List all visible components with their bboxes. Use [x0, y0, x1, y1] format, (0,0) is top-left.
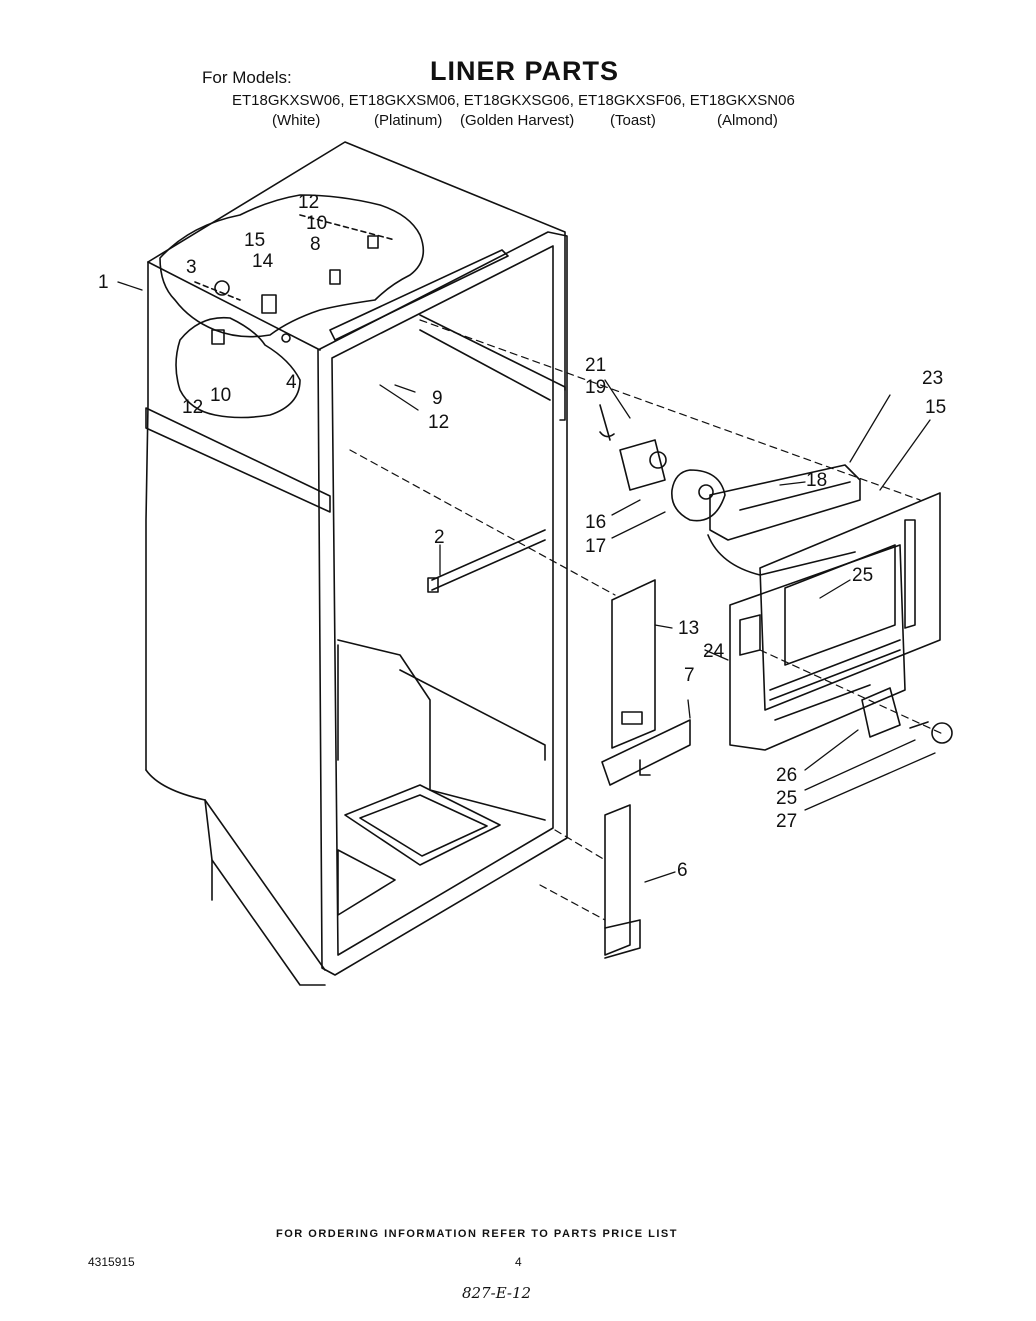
callout-21: 21	[585, 355, 607, 376]
callout-16: 16	[585, 512, 607, 533]
callout-3: 3	[186, 257, 197, 278]
model-number: ET18GKXSF06	[578, 92, 682, 109]
panel-back-plate	[759, 492, 941, 711]
callout-24: 24	[703, 641, 725, 662]
callout-13: 13	[678, 618, 700, 639]
callout-2: 2	[434, 527, 445, 548]
model-number: ET18GKXSM06	[348, 92, 456, 109]
model-color: (Golden Harvest)	[460, 112, 575, 129]
callout-25-bottom: 25	[776, 788, 798, 809]
panel-24	[729, 544, 906, 751]
parts-25-26-27	[861, 687, 953, 744]
callout-8: 8	[310, 234, 321, 255]
callout-12-top: 12	[298, 192, 320, 213]
part-2-bar	[427, 529, 546, 593]
cabinet-outline	[145, 141, 566, 986]
duct-parts-13-7	[601, 579, 691, 786]
callout-12-mid: 12	[428, 412, 450, 433]
page-title: LINER PARTS	[430, 56, 620, 86]
callout-23: 23	[922, 368, 944, 389]
for-models-label: For Models:	[202, 68, 292, 87]
callout-26: 26	[776, 765, 798, 786]
model-color: (Platinum)	[374, 112, 443, 129]
callout-1: 1	[98, 272, 109, 293]
model-number: ET18GKXSN06	[689, 92, 795, 109]
callout-15-left: 15	[244, 230, 266, 251]
page-number: 4	[515, 1255, 522, 1269]
model-color: (Almond)	[717, 112, 778, 129]
model-number: ET18GKXSG06	[463, 92, 570, 109]
callout-17: 17	[585, 536, 607, 557]
callout-19: 19	[585, 377, 607, 398]
callout-25-top: 25	[852, 565, 874, 586]
callout-10-top: 10	[306, 213, 328, 234]
callout-9: 9	[432, 388, 443, 409]
document-number: 4315915	[88, 1255, 135, 1269]
assembly-lines	[349, 319, 946, 921]
ordering-note: FOR ORDERING INFORMATION REFER TO PARTS …	[276, 1228, 678, 1240]
callout-14: 14	[252, 251, 274, 272]
model-numbers: ET18GKXSW06, ET18GKXSM06, ET18GKXSG06, E…	[232, 92, 795, 109]
duct-part-6	[604, 804, 641, 959]
callout-7: 7	[684, 665, 695, 686]
callout-15-right: 15	[925, 397, 947, 418]
callout-6: 6	[677, 860, 688, 881]
callout-27: 27	[776, 811, 798, 832]
liner-frame	[317, 231, 568, 976]
fan-assembly	[599, 404, 726, 522]
cutaway-detail	[159, 194, 425, 419]
callout-4: 4	[286, 372, 297, 393]
callout-12-left: 12	[182, 397, 204, 418]
handwritten-code: 827-E-12	[462, 1284, 532, 1302]
leader-lines	[117, 281, 936, 883]
model-color: (Toast)	[610, 112, 656, 129]
callout-10-left: 10	[210, 385, 232, 406]
callout-18: 18	[806, 470, 828, 491]
model-color: (White)	[272, 112, 321, 129]
model-number: ET18GKXSW06	[232, 92, 341, 109]
